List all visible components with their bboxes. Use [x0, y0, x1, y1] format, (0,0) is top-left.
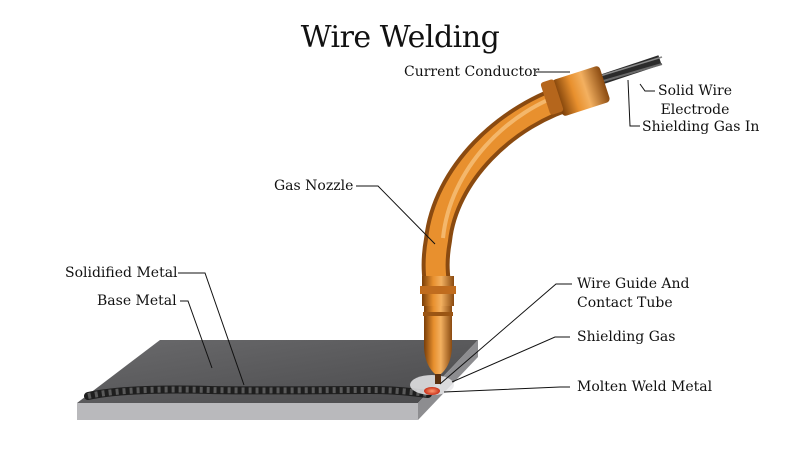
label-gas-nozzle: Gas Nozzle — [274, 178, 354, 194]
cables — [598, 55, 663, 85]
base-metal-plate-front — [77, 403, 418, 420]
label-molten-weld-metal: Molten Weld Metal — [577, 379, 713, 395]
label-base-metal: Base Metal — [97, 293, 177, 309]
label-wire-guide-contact-tube: Wire Guide And Contact Tube — [577, 275, 690, 313]
shielding-gas-cloud — [410, 375, 454, 395]
label-solid-wire-line1: Solid Wire — [658, 83, 732, 99]
leader-lines — [178, 71, 655, 393]
nozzle-lower — [420, 276, 456, 376]
diagram-title: Wire Welding — [300, 20, 500, 55]
label-wire-guide-line1: Wire Guide And — [577, 276, 690, 292]
current-conductor-collar — [540, 66, 610, 116]
label-shielding-gas: Shielding Gas — [577, 329, 676, 345]
molten-weld-pool — [424, 387, 440, 395]
label-shielding-gas-in: Shielding Gas In — [642, 119, 760, 135]
gas-nozzle-tube-highlight — [425, 85, 578, 287]
contact-tube-tip — [435, 374, 441, 384]
label-solid-wire-electrode: Solid Wire Electrode — [658, 82, 732, 120]
label-wire-guide-line2: Contact Tube — [577, 295, 673, 311]
label-solid-wire-line2: Electrode — [660, 102, 730, 118]
weld-bead-ripples — [87, 386, 429, 399]
label-current-conductor: Current Conductor — [404, 64, 540, 80]
label-solidified-metal: Solidified Metal — [65, 265, 178, 281]
